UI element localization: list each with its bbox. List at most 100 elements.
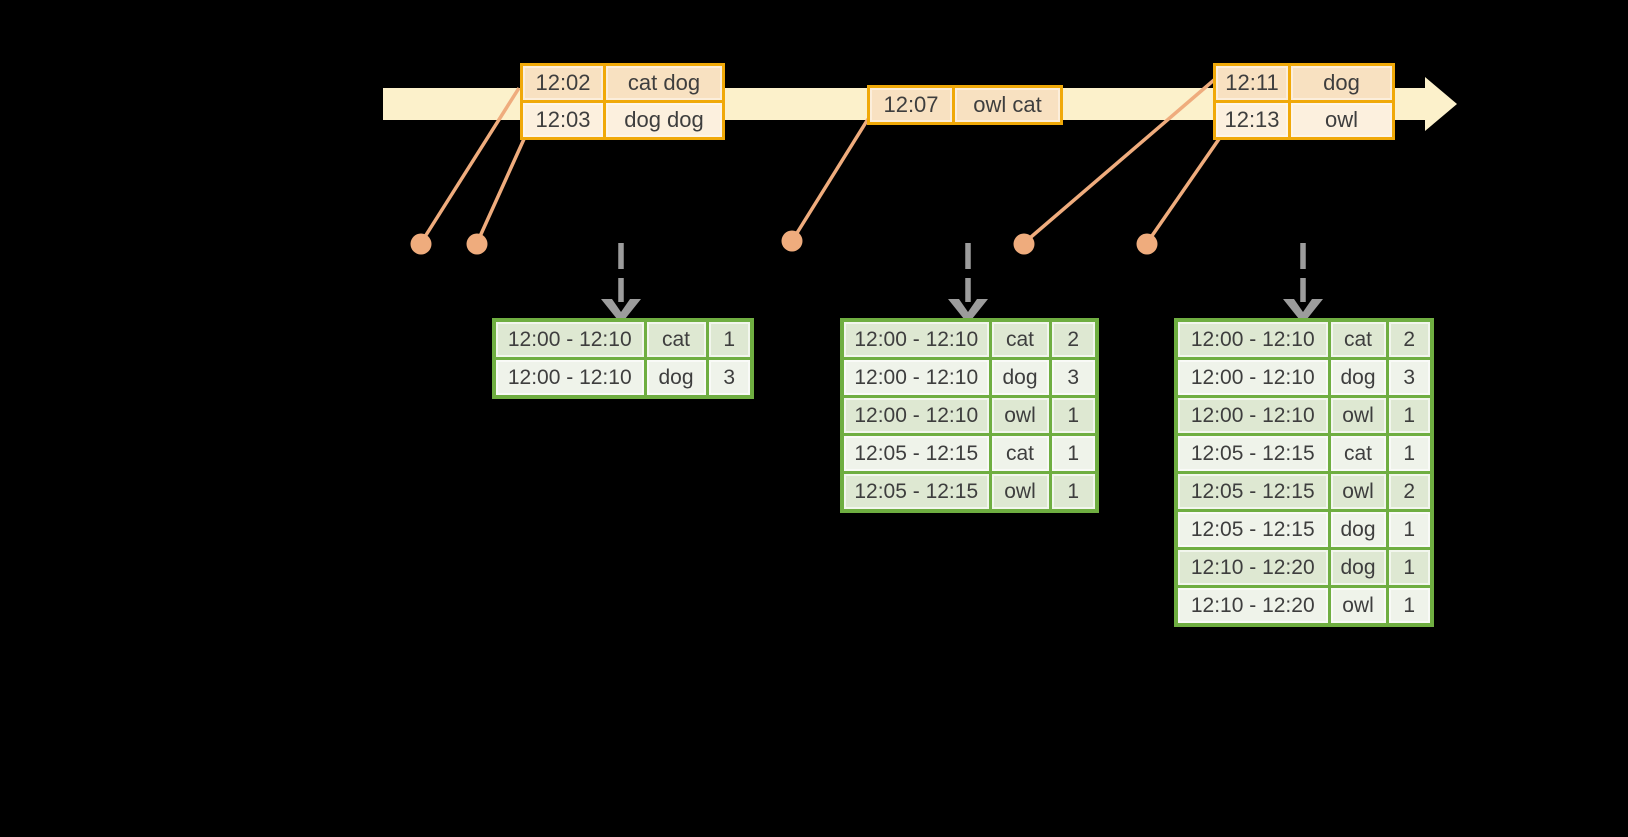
window-cell: 12:00 - 12:10	[1174, 395, 1331, 436]
leader-line	[475, 138, 526, 244]
event-dots	[410, 230, 1158, 255]
window-cell: 12:00 - 12:10	[840, 357, 992, 398]
word-cell: dog	[1327, 547, 1389, 588]
window-cell: 12:05 - 12:15	[1174, 471, 1331, 512]
table-row: 12:05 - 12:15 cat 1	[1174, 433, 1434, 474]
word-cell: cat	[988, 318, 1052, 360]
table-row: 12:00 - 12:10 dog 3	[492, 357, 754, 399]
count-cell: 1	[1048, 433, 1099, 474]
event-time-cell: 12:03	[520, 100, 606, 140]
word-cell: cat	[643, 318, 709, 360]
word-cell: dog	[643, 357, 709, 399]
count-cell: 1	[1385, 509, 1434, 550]
word-cell: owl	[1327, 471, 1389, 512]
table-row: 12:00 - 12:10 owl 1	[1174, 395, 1434, 436]
event-table-2: 12:07 owl cat	[867, 85, 1063, 125]
table-row: 12:05 - 12:15 cat 1	[840, 433, 1099, 474]
event-words-cell: owl	[1288, 100, 1395, 140]
table-row: 12:10 - 12:20 owl 1	[1174, 585, 1434, 627]
count-cell: 2	[1048, 318, 1099, 360]
count-cell: 2	[1385, 318, 1434, 360]
count-cell: 3	[1385, 357, 1434, 398]
word-cell: dog	[1327, 357, 1389, 398]
event-words-cell: cat dog	[603, 63, 725, 103]
table-row: 12:00 - 12:10 cat 2	[840, 318, 1099, 360]
window-cell: 12:05 - 12:15	[840, 471, 992, 513]
window-cell: 12:00 - 12:10	[492, 357, 647, 399]
window-cell: 12:00 - 12:10	[840, 395, 992, 436]
window-cell: 12:10 - 12:20	[1174, 585, 1331, 627]
count-cell: 1	[1048, 395, 1099, 436]
window-cell: 12:00 - 12:10	[1174, 318, 1331, 360]
event-dot	[1136, 233, 1158, 255]
count-cell: 3	[705, 357, 754, 399]
leader-line	[419, 87, 521, 244]
event-table-1: 12:02 cat dog 12:03 dog dog	[520, 63, 725, 140]
leader-line	[1022, 78, 1216, 245]
count-cell: 1	[1385, 547, 1434, 588]
event-table-3: 12:11 dog 12:13 owl	[1213, 63, 1395, 140]
result-table-3: 12:00 - 12:10 cat 2 12:00 - 12:10 dog 3 …	[1174, 318, 1434, 627]
leader-line	[790, 118, 870, 242]
count-cell: 1	[1048, 471, 1099, 513]
table-row: 12:07 owl cat	[867, 85, 1063, 125]
leader-line	[1145, 138, 1221, 244]
window-cell: 12:10 - 12:20	[1174, 547, 1331, 588]
word-cell: owl	[988, 471, 1052, 513]
event-words-cell: dog dog	[603, 100, 725, 140]
trigger-arrow-icon	[948, 243, 988, 324]
word-cell: cat	[1327, 433, 1389, 474]
trigger-arrow-head	[601, 299, 641, 324]
word-cell: dog	[988, 357, 1052, 398]
count-cell: 1	[1385, 433, 1434, 474]
result-table-2: 12:00 - 12:10 cat 2 12:00 - 12:10 dog 3 …	[840, 318, 1099, 513]
word-cell: owl	[1327, 395, 1389, 436]
trigger-arrow-head	[1283, 299, 1323, 324]
table-row: 12:05 - 12:15 dog 1	[1174, 509, 1434, 550]
event-time-cell: 12:07	[867, 85, 955, 125]
table-row: 12:00 - 12:10 dog 3	[840, 357, 1099, 398]
event-time-cell: 12:02	[520, 63, 606, 103]
event-dot	[1013, 233, 1035, 255]
word-cell: cat	[988, 433, 1052, 474]
word-cell: owl	[1327, 585, 1389, 627]
count-cell: 3	[1048, 357, 1099, 398]
word-cell: owl	[988, 395, 1052, 436]
event-words-cell: owl cat	[952, 85, 1063, 125]
word-cell: dog	[1327, 509, 1389, 550]
event-time-cell: 12:13	[1213, 100, 1291, 140]
window-cell: 12:00 - 12:10	[1174, 357, 1331, 398]
count-cell: 1	[1385, 395, 1434, 436]
event-time-cell: 12:11	[1213, 63, 1291, 103]
event-dot	[410, 233, 432, 255]
table-row: 12:05 - 12:15 owl 1	[840, 471, 1099, 513]
count-cell: 2	[1385, 471, 1434, 512]
table-row: 12:00 - 12:10 cat 2	[1174, 318, 1434, 360]
table-row: 12:10 - 12:20 dog 1	[1174, 547, 1434, 588]
count-cell: 1	[1385, 585, 1434, 627]
window-cell: 12:00 - 12:10	[492, 318, 647, 360]
timeline-arrowhead-icon	[1425, 77, 1457, 131]
word-cell: cat	[1327, 318, 1389, 360]
result-table-1: 12:00 - 12:10 cat 1 12:00 - 12:10 dog 3	[492, 318, 754, 399]
table-row: 12:00 - 12:10 dog 3	[1174, 357, 1434, 398]
event-words-cell: dog	[1288, 63, 1395, 103]
window-cell: 12:05 - 12:15	[840, 433, 992, 474]
table-row: 12:00 - 12:10 owl 1	[840, 395, 1099, 436]
count-cell: 1	[705, 318, 754, 360]
window-cell: 12:00 - 12:10	[840, 318, 992, 360]
table-row: 12:03 dog dog	[520, 100, 725, 140]
table-row: 12:00 - 12:10 cat 1	[492, 318, 754, 360]
window-cell: 12:05 - 12:15	[1174, 509, 1331, 550]
trigger-arrow-head	[948, 299, 988, 324]
table-row: 12:11 dog	[1213, 63, 1395, 103]
event-dot	[466, 233, 488, 255]
table-row: 12:05 - 12:15 owl 2	[1174, 471, 1434, 512]
trigger-arrow-icon	[1283, 243, 1323, 324]
table-row: 12:02 cat dog	[520, 63, 725, 103]
event-dot	[781, 230, 803, 252]
leader-lines	[419, 78, 1221, 245]
window-cell: 12:05 - 12:15	[1174, 433, 1331, 474]
table-row: 12:13 owl	[1213, 100, 1395, 140]
